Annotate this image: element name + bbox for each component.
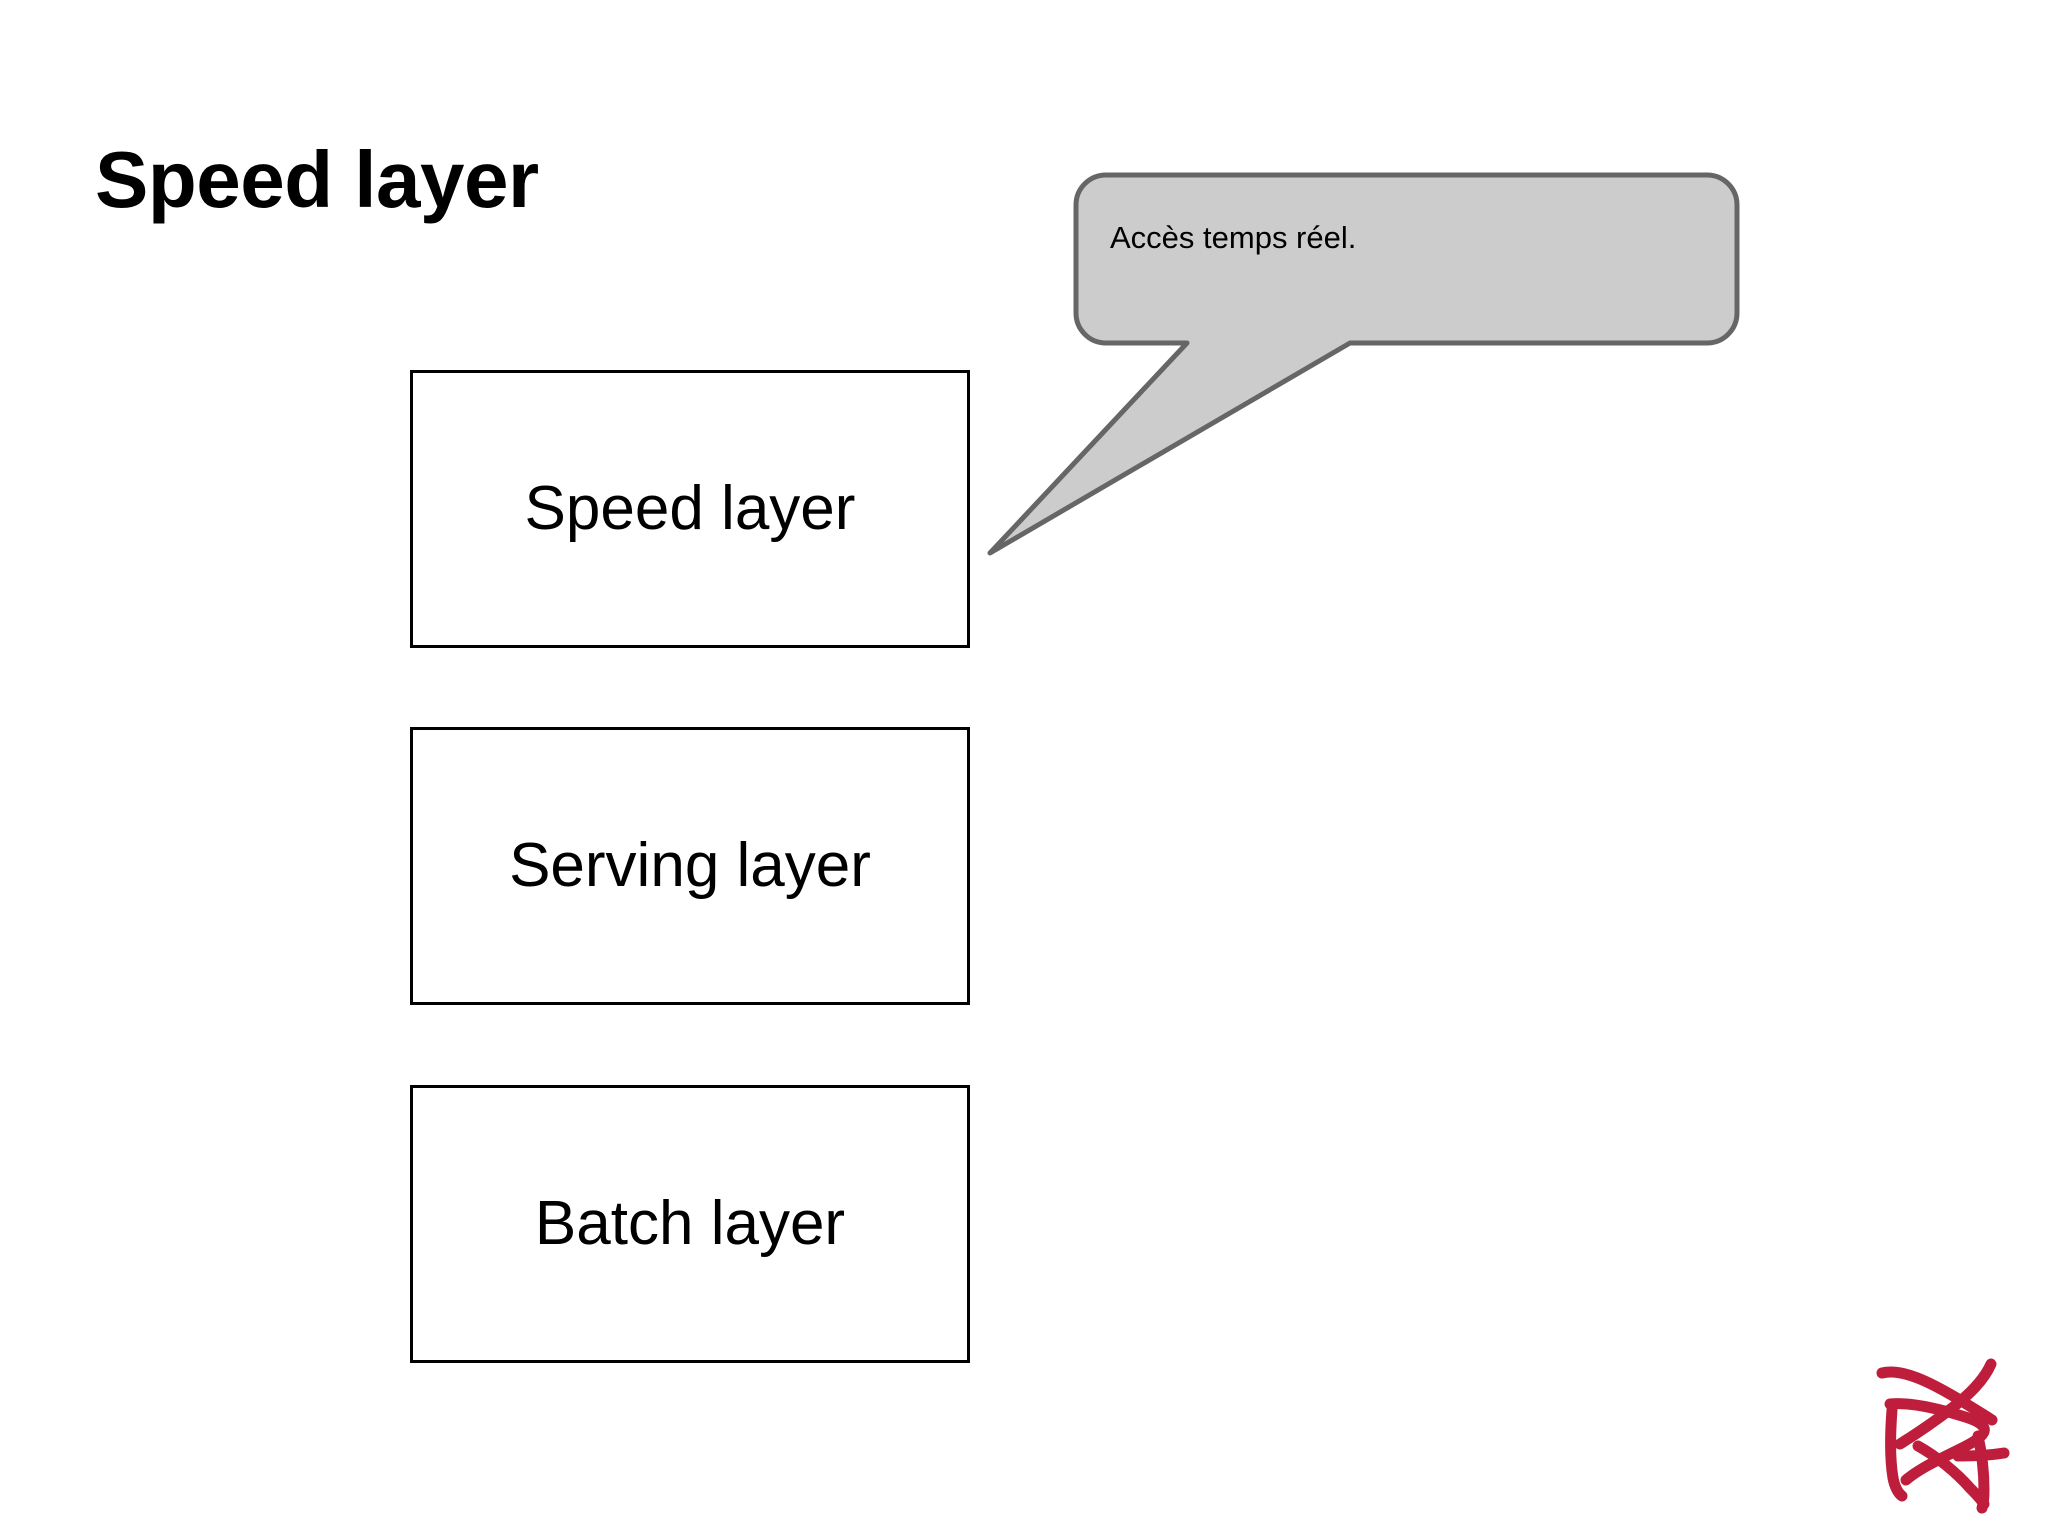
layer-box-serving[interactable]: Serving layer xyxy=(410,727,970,1005)
callout-shape xyxy=(987,172,1740,556)
layer-box-speed[interactable]: Speed layer xyxy=(410,370,970,648)
layer-box-label: Serving layer xyxy=(509,831,871,900)
callout-text: Accès temps réel. xyxy=(1110,220,1357,255)
layer-box-label: Speed layer xyxy=(524,474,856,543)
callout-bubble xyxy=(960,130,1760,570)
layer-box-label: Batch layer xyxy=(534,1189,846,1258)
signature-icon xyxy=(1876,1358,2010,1514)
signature-mark xyxy=(1858,1338,2038,1528)
page-title: Speed layer xyxy=(95,135,539,224)
layer-box-batch[interactable]: Batch layer xyxy=(410,1085,970,1363)
